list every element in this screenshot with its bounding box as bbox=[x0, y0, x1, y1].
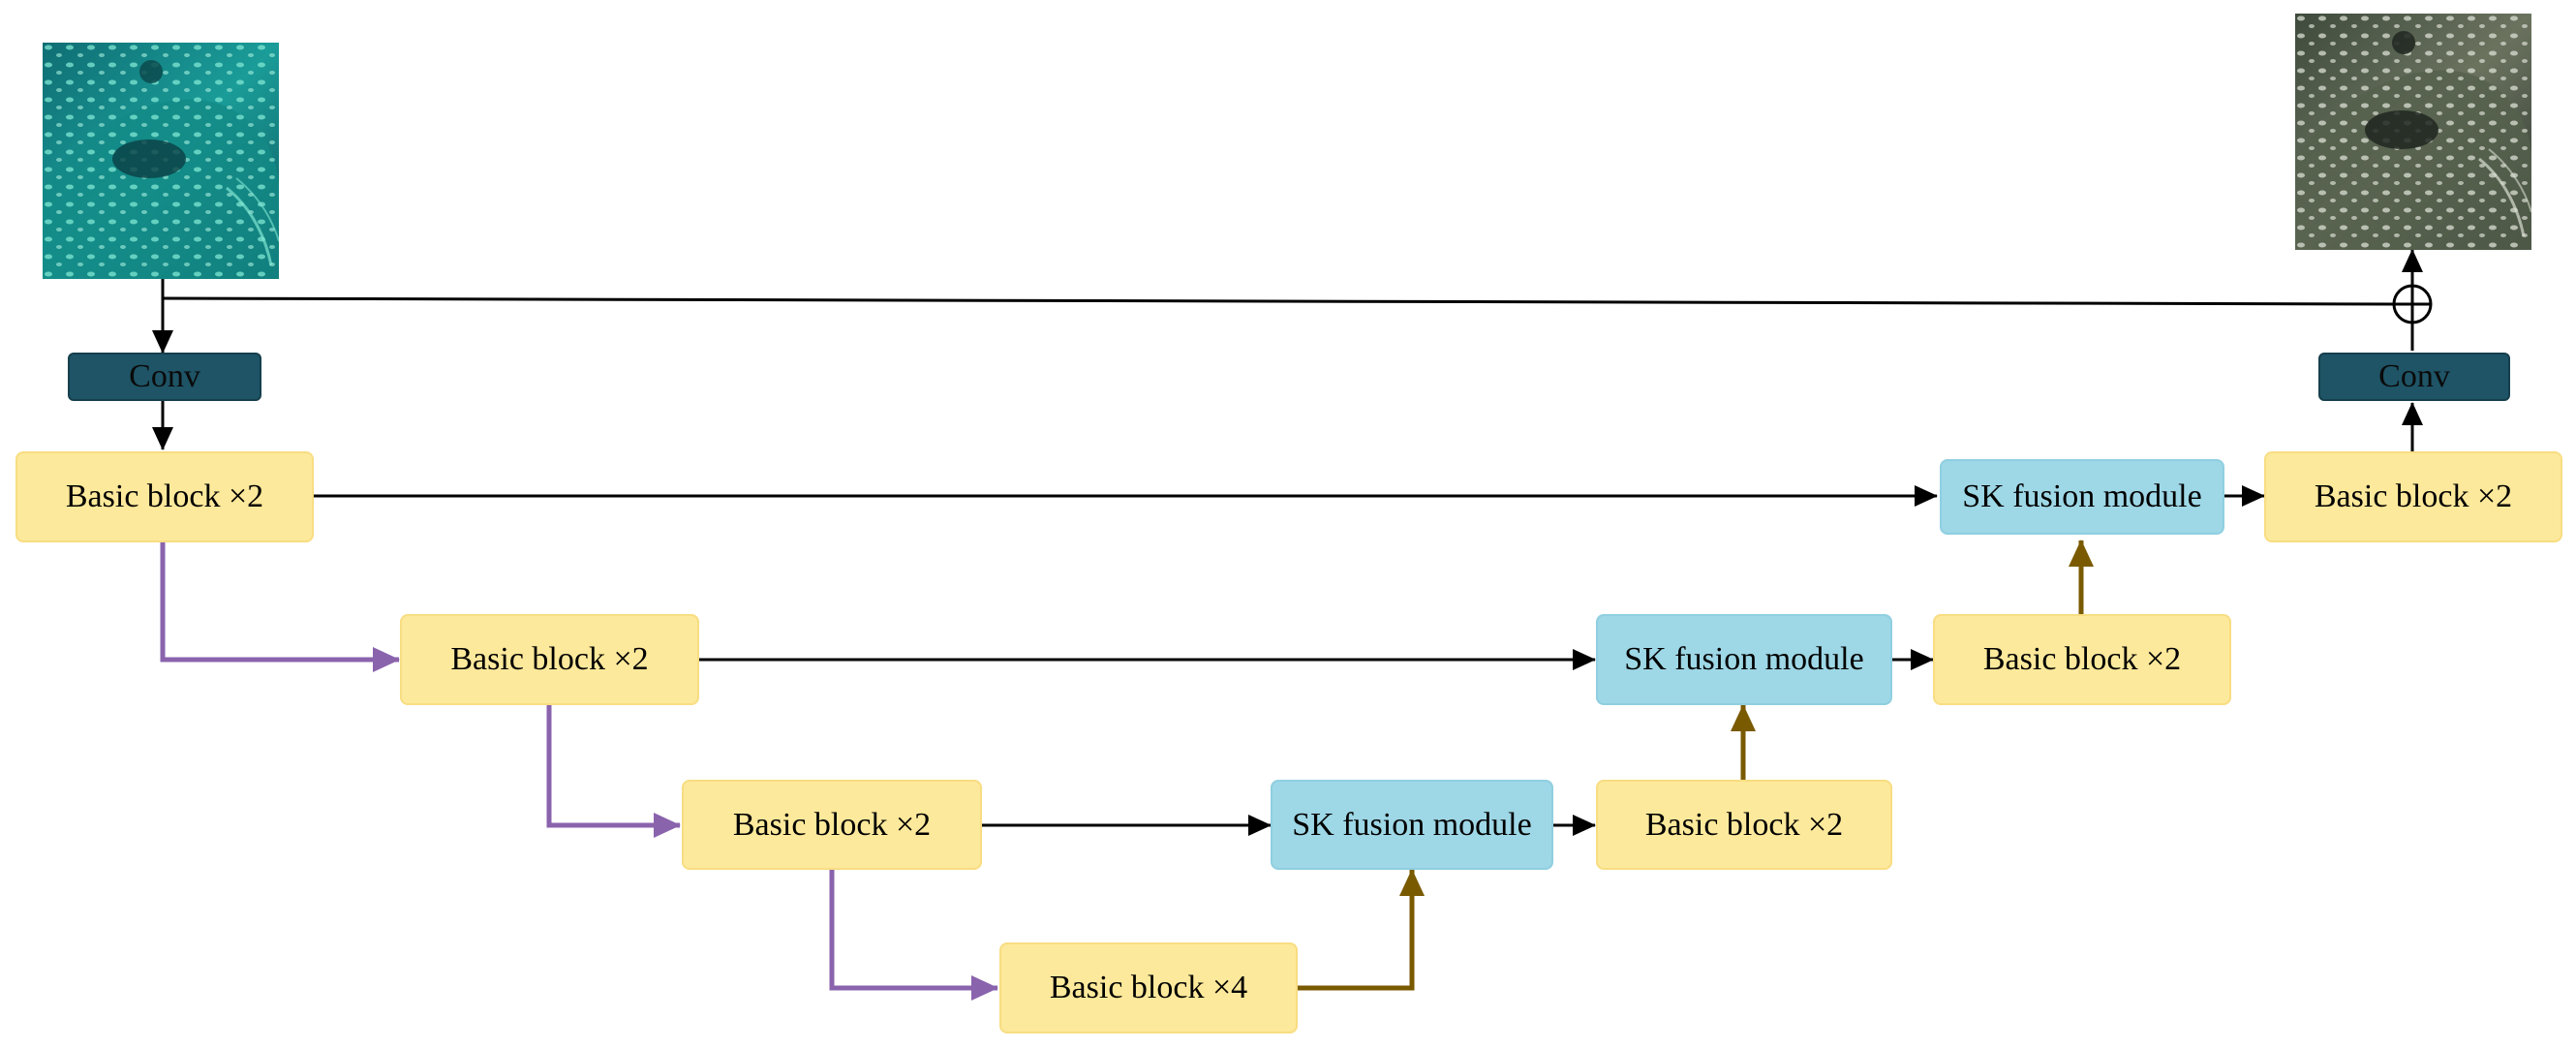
bottleneck-block-label: Basic block ×4 bbox=[1049, 970, 1248, 1005]
input-conv-block: Conv bbox=[68, 353, 261, 401]
encoder-block-2-label: Basic block ×2 bbox=[450, 641, 649, 677]
downsample-arrow-2 bbox=[546, 705, 681, 838]
sk-fusion-module-3: SK fusion module bbox=[1271, 780, 1553, 870]
elementwise-add-icon bbox=[2392, 284, 2433, 324]
input-conv-label: Conv bbox=[129, 358, 200, 394]
encoder-block-1-label: Basic block ×2 bbox=[65, 478, 264, 514]
sk-fusion-module-3-label: SK fusion module bbox=[1292, 806, 1532, 843]
downsample-arrow-1 bbox=[160, 542, 400, 672]
sk-fusion-module-2-label: SK fusion module bbox=[1624, 641, 1864, 677]
decoder-block-3: Basic block ×2 bbox=[1596, 780, 1892, 870]
sk-fusion-module-2: SK fusion module bbox=[1596, 614, 1892, 705]
sk-fusion-module-1: SK fusion module bbox=[1940, 459, 2224, 535]
decoder-block-1: Basic block ×2 bbox=[2264, 451, 2562, 542]
encoder-block-1: Basic block ×2 bbox=[15, 451, 314, 542]
decoder-block-2-label: Basic block ×2 bbox=[1982, 641, 2182, 677]
output-image bbox=[2295, 14, 2531, 250]
decoder-block-1-label: Basic block ×2 bbox=[2314, 478, 2513, 514]
decoder-block-2: Basic block ×2 bbox=[1933, 614, 2231, 705]
encoder-block-3: Basic block ×2 bbox=[682, 780, 982, 870]
global-residual-line bbox=[162, 296, 2397, 306]
encoder-block-2: Basic block ×2 bbox=[400, 614, 699, 705]
bottleneck-block: Basic block ×4 bbox=[999, 942, 1298, 1034]
output-conv-block: Conv bbox=[2318, 353, 2510, 401]
decoder-block-3-label: Basic block ×2 bbox=[1644, 806, 1844, 843]
downsample-arrow-3 bbox=[829, 870, 998, 1001]
output-conv-label: Conv bbox=[2378, 358, 2450, 394]
input-image bbox=[43, 43, 279, 279]
sk-fusion-module-1-label: SK fusion module bbox=[1962, 478, 2202, 514]
upsample-arrow-1 bbox=[1298, 869, 1425, 991]
encoder-block-3-label: Basic block ×2 bbox=[732, 806, 932, 843]
